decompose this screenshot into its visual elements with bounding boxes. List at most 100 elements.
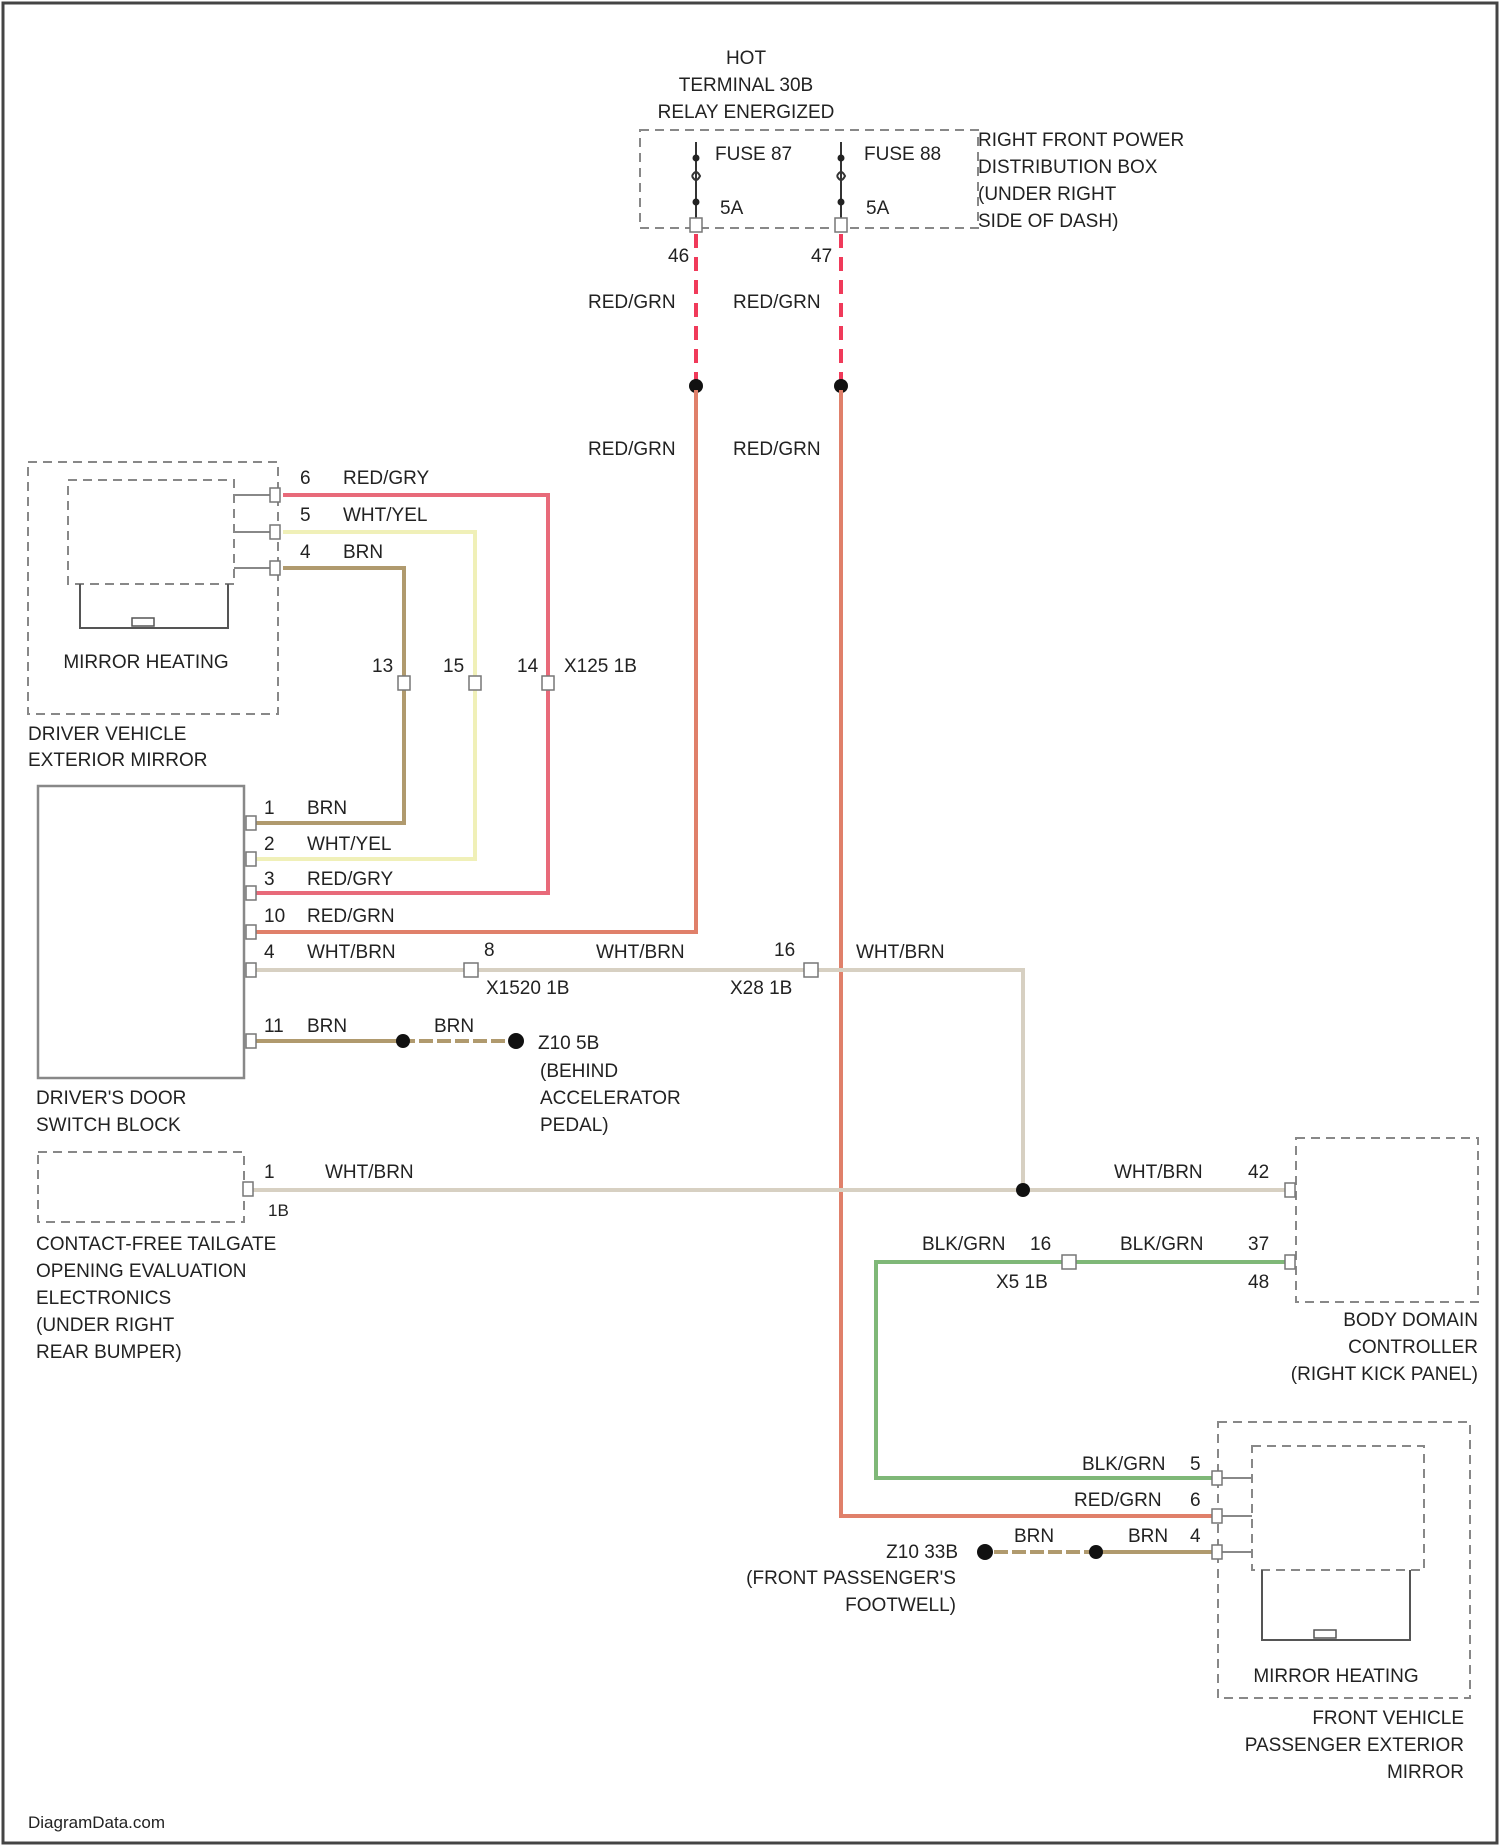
switch-pin-1-number: 1	[264, 798, 275, 819]
wire-label-top-left: RED/GRN	[588, 292, 676, 313]
ground-5b-location-2: ACCELERATOR	[540, 1088, 681, 1109]
tailgate-name-3: ELECTRONICS	[36, 1288, 171, 1309]
x28-pin: 16	[774, 940, 795, 961]
tailgate-name-5: REAR BUMPER)	[36, 1342, 182, 1363]
driver-mirror	[28, 462, 280, 714]
splice-brn-passenger	[1089, 1545, 1103, 1559]
bdc-wire-42: WHT/BRN	[1114, 1162, 1203, 1183]
passenger-pin-5-number: 5	[1190, 1454, 1201, 1475]
passenger-pin-5	[1212, 1471, 1222, 1485]
passenger-heating-label: MIRROR HEATING	[1253, 1666, 1418, 1687]
driver-mirror-wire-4: BRN	[343, 542, 383, 563]
ground-z10-5b-icon	[508, 1033, 524, 1049]
driver-mirror-wire-5: WHT/YEL	[343, 505, 427, 526]
switch-block-name-2: SWITCH BLOCK	[36, 1115, 181, 1136]
fuse-88-terminal-bottom	[838, 199, 845, 206]
tailgate-wire: WHT/BRN	[325, 1162, 414, 1183]
switch-pin-4	[246, 963, 256, 977]
bdc-name-2: CONTROLLER	[1348, 1337, 1478, 1358]
fuse-88-label: FUSE 88	[864, 144, 941, 165]
tailgate-pin-1	[243, 1182, 253, 1196]
x125-pin-13: 13	[372, 656, 393, 677]
fuse-87-terminal-top	[693, 155, 700, 162]
bdc-name-1: BODY DOMAIN	[1343, 1310, 1478, 1331]
passenger-pin-4-number: 4	[1190, 1526, 1201, 1547]
bdc-pin-42-number: 42	[1248, 1162, 1269, 1183]
tailgate-name-4: (UNDER RIGHT	[36, 1315, 175, 1336]
connector-x5	[1062, 1255, 1076, 1269]
switch-pin-11-number: 11	[264, 1016, 284, 1037]
fuse-87-rating: 5A	[720, 198, 744, 219]
relay-label: RELAY ENERGIZED	[658, 102, 835, 123]
driver-mirror-pin-4-number: 4	[300, 542, 311, 563]
x1520-pin: 8	[484, 940, 495, 961]
x28-label: X28 1B	[730, 978, 792, 999]
fuse-87-pin	[690, 218, 702, 232]
passenger-mirror-name-1: FRONT VEHICLE	[1312, 1708, 1464, 1729]
splice-brn-ground	[396, 1034, 410, 1048]
wire-label-top-right: RED/GRN	[733, 292, 821, 313]
ground-5b-name: Z10 5B	[538, 1033, 599, 1054]
connector-x1520	[464, 963, 478, 977]
splice-wht-brn	[1016, 1183, 1030, 1197]
x125-pin-15: 15	[443, 656, 464, 677]
x5-label: X5 1B	[996, 1272, 1048, 1293]
connector-x125-pin13	[398, 676, 410, 690]
fuse-88-rating: 5A	[866, 198, 890, 219]
switch-pin-3-number: 3	[264, 869, 275, 890]
tailgate-module-outline	[38, 1152, 244, 1222]
x28-wire: WHT/BRN	[856, 942, 945, 963]
passenger-pin-6-number: 6	[1190, 1490, 1201, 1511]
driver-mirror-inner	[68, 480, 234, 584]
switch-pin-1	[246, 816, 256, 830]
fuse-88-pin	[835, 218, 847, 232]
passenger-mirror-outline	[1218, 1422, 1470, 1698]
switch-wire-4: WHT/BRN	[307, 942, 396, 963]
switch-pin-11	[246, 1034, 256, 1048]
passenger-mirror	[1212, 1422, 1470, 1698]
fuse-87-pin-number: 46	[668, 246, 689, 267]
ground-5b-location-1: (BEHIND	[540, 1061, 618, 1082]
switch-pin-4-number: 4	[264, 942, 275, 963]
passenger-wire-5: BLK/GRN	[1082, 1454, 1165, 1475]
x1520-x28-wire: WHT/BRN	[596, 942, 685, 963]
power-box-name-2: DISTRIBUTION BOX	[978, 157, 1158, 178]
driver-mirror-pin-5	[270, 525, 280, 539]
passenger-pin-6	[1212, 1509, 1222, 1523]
bdc-name-3: (RIGHT KICK PANEL)	[1291, 1364, 1478, 1385]
fuse-88-pin-number: 47	[811, 246, 832, 267]
bdc-pin-48-number: 48	[1248, 1272, 1269, 1293]
driver-mirror-pin-6	[270, 488, 280, 502]
connector-x28	[804, 963, 818, 977]
x1520-label: X1520 1B	[486, 978, 569, 999]
ground-5b-wire: BRN	[434, 1016, 474, 1037]
driver-mirror-name-1: DRIVER VEHICLE	[28, 724, 186, 745]
tailgate-pin-number: 1	[264, 1162, 275, 1183]
bdc-pin-37	[1285, 1255, 1295, 1269]
wire-wht-yel	[256, 532, 475, 859]
x5-pin: 16	[1030, 1234, 1051, 1255]
x125-connector-label: X125 1B	[564, 656, 637, 677]
fuse-87-label: FUSE 87	[715, 144, 792, 165]
switch-wire-3: RED/GRY	[307, 869, 394, 890]
passenger-heating-resistor-icon	[1314, 1630, 1336, 1638]
passenger-wire-4a: BRN	[1014, 1526, 1054, 1547]
wire-label-mid-left: RED/GRN	[588, 439, 676, 460]
x125-pin-14: 14	[517, 656, 539, 677]
power-box-name-4: SIDE OF DASH)	[978, 211, 1118, 232]
diagram-frame	[3, 3, 1497, 1843]
fuse-87-terminal-bottom	[693, 199, 700, 206]
switch-pin-2-number: 2	[264, 834, 275, 855]
power-box-name-1: RIGHT FRONT POWER	[978, 130, 1184, 151]
driver-mirror-pin-5-number: 5	[300, 505, 311, 526]
hot-label: HOT	[726, 48, 767, 69]
driver-mirror-outline	[28, 462, 278, 714]
switch-block-name-1: DRIVER'S DOOR	[36, 1088, 186, 1109]
switch-pin-10	[246, 925, 256, 939]
ground-z10-33b-icon	[977, 1544, 993, 1560]
driver-mirror-name-2: EXTERIOR MIRROR	[28, 750, 207, 771]
switch-pin-10-number: 10	[264, 906, 285, 927]
driver-mirror-pin-4	[270, 561, 280, 575]
passenger-mirror-inner	[1252, 1446, 1424, 1570]
ground-5b-location-3: PEDAL)	[540, 1115, 609, 1136]
